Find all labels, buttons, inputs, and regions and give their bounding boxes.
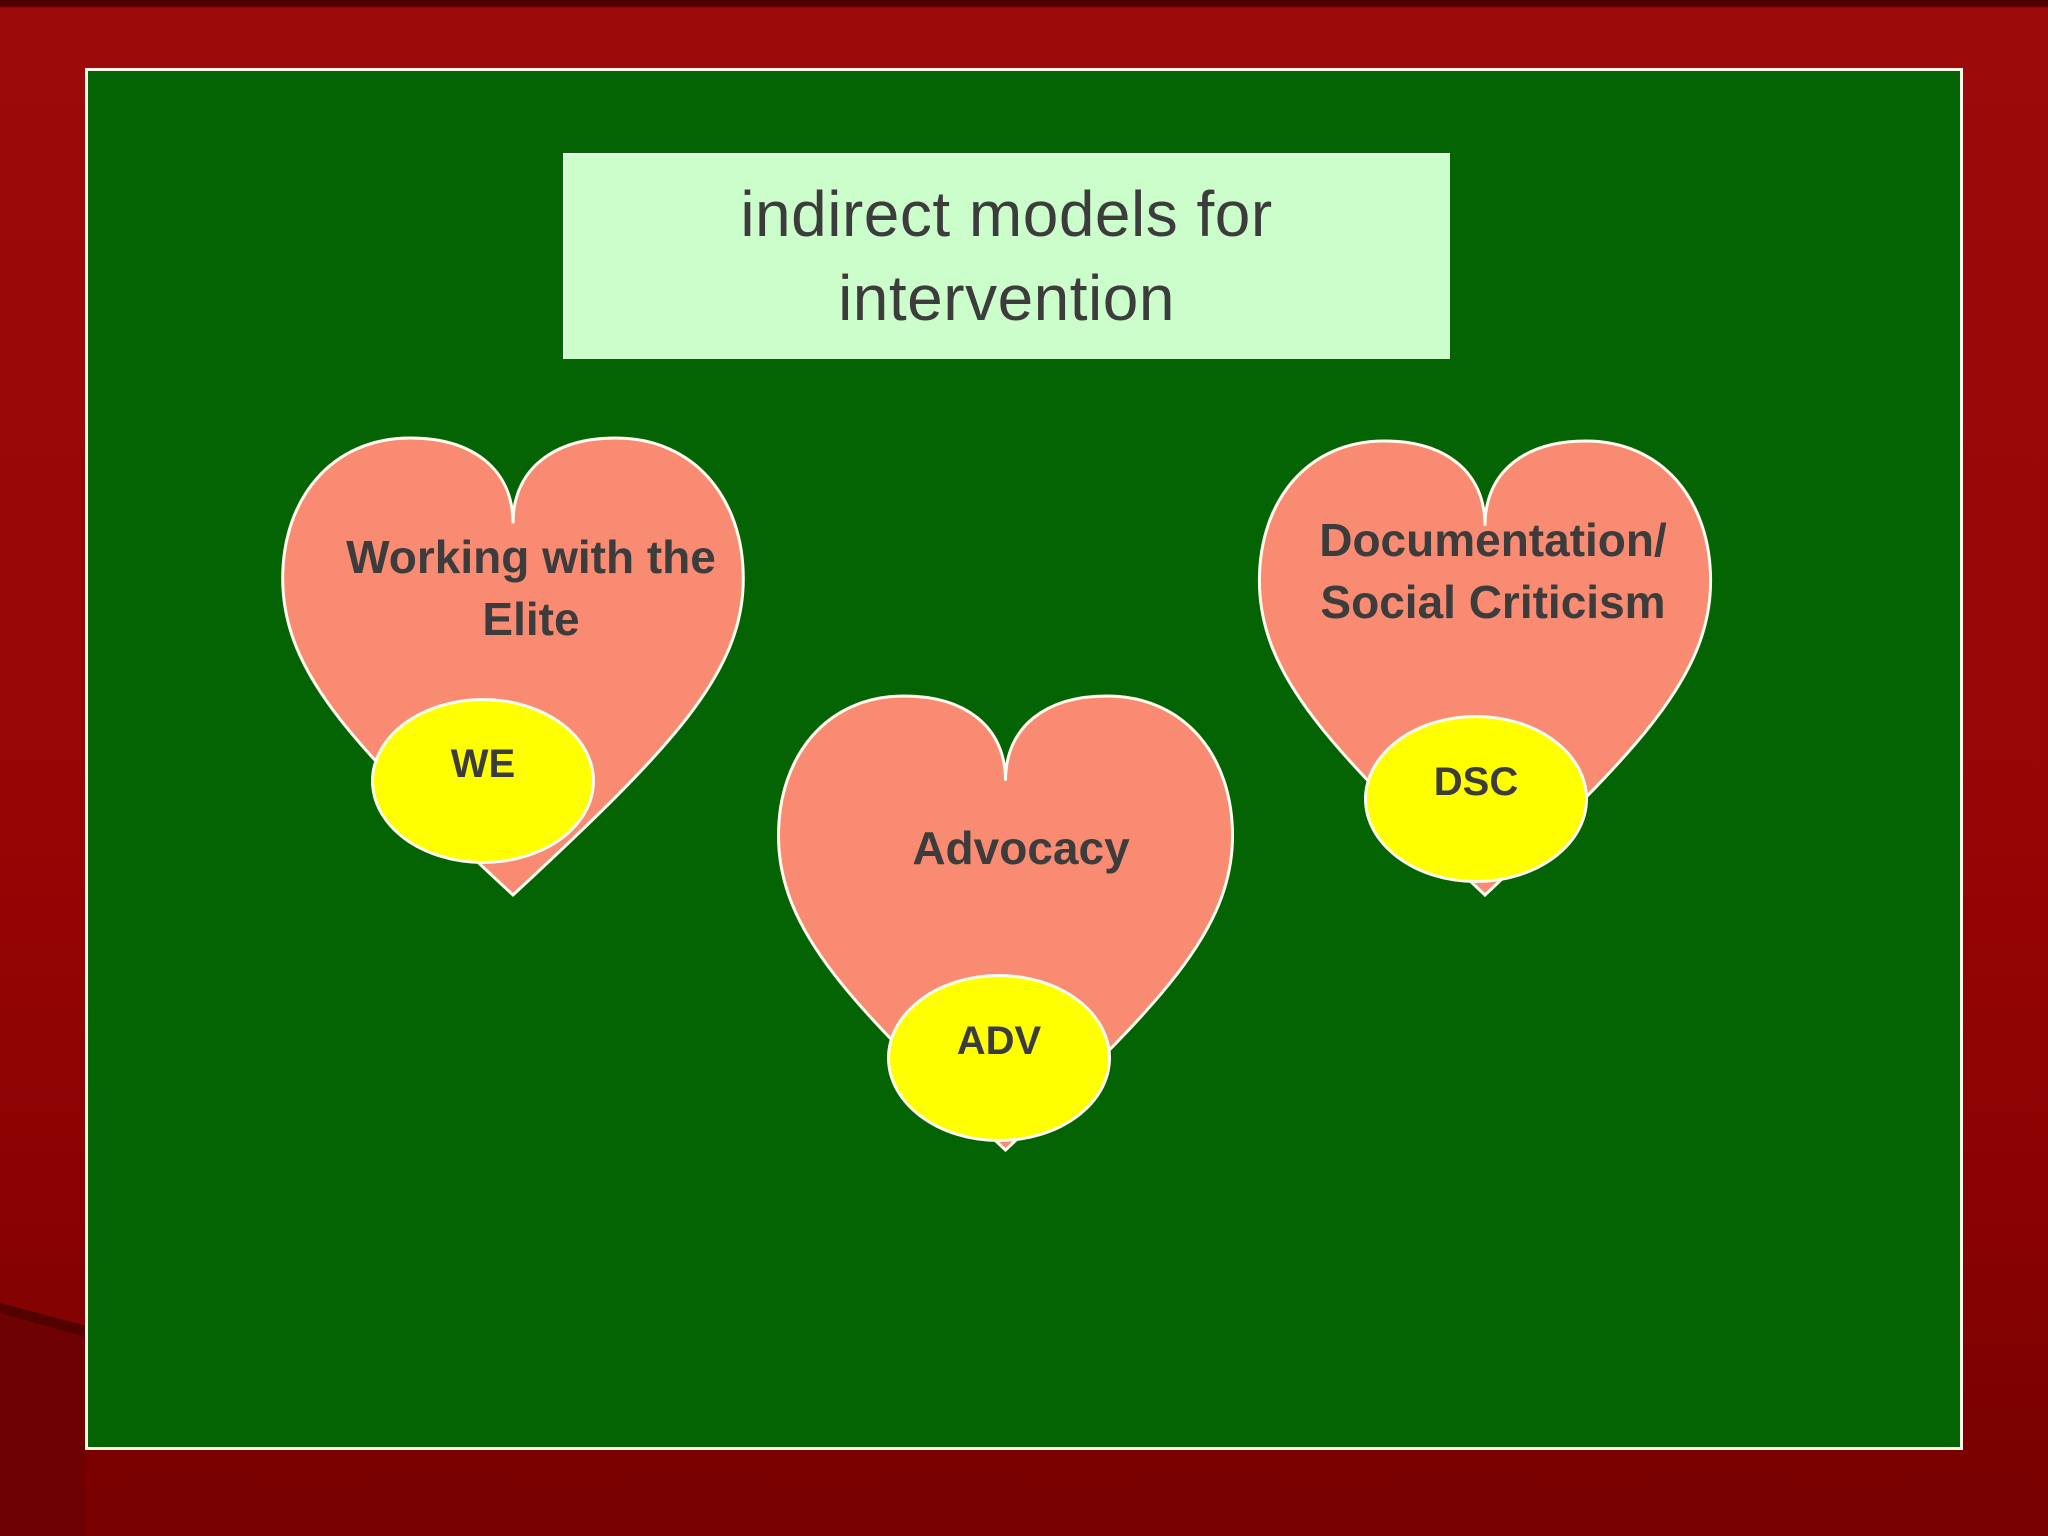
slide-canvas: indirect models for intervention Working… <box>85 68 1963 1450</box>
heart-label-advocacy: Advocacy <box>771 817 1271 879</box>
heart-label-line: Working with the <box>346 531 716 583</box>
ellipse-dsc-label: DSC <box>1433 759 1519 804</box>
heart-label-line: Documentation/ <box>1319 514 1667 566</box>
title-box: indirect models for intervention <box>563 153 1450 359</box>
ellipse-dsc: DSC <box>1364 715 1588 883</box>
title-line-2: intervention <box>838 262 1175 334</box>
heart-label-line: Social Criticism <box>1320 576 1666 628</box>
heart-label-working-with-elite: Working with the Elite <box>281 526 781 650</box>
heart-label-line: Advocacy <box>912 822 1130 874</box>
ellipse-we-label: WE <box>450 741 516 786</box>
ellipse-adv: ADV <box>887 974 1111 1142</box>
frame-dark-wedge-edge <box>0 1303 86 1337</box>
ellipse-adv-label: ADV <box>956 1018 1042 1063</box>
heart-label-documentation-social-criticism: Documentation/ Social Criticism <box>1233 509 1753 633</box>
heart-label-line: Elite <box>482 593 580 645</box>
title-line-1: indirect models for <box>740 178 1273 250</box>
frame-dark-wedge <box>0 1303 86 1536</box>
ellipse-we: WE <box>371 698 595 864</box>
